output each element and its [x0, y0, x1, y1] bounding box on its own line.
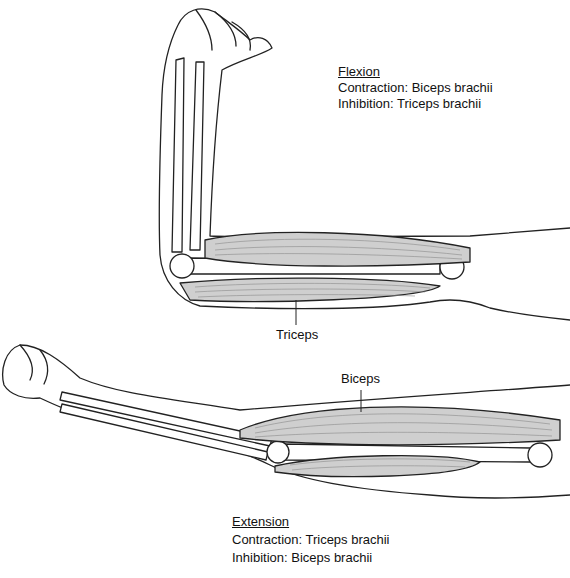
shoulder-joint: [528, 443, 552, 467]
finger-lines: [20, 345, 47, 384]
note: Inhibition: Triceps brachii: [338, 96, 481, 112]
heading: Flexion: [338, 64, 380, 80]
arm-outline: [159, 9, 570, 320]
finger-lines: [196, 10, 250, 50]
elbow-joint: [170, 254, 194, 278]
triceps-muscle: [180, 278, 440, 301]
note: Contraction: Biceps brachii: [338, 80, 493, 96]
heading: Extension: [232, 514, 289, 530]
part-name: Biceps: [341, 371, 380, 387]
biceps-muscle: [240, 407, 560, 445]
biceps-muscle: [205, 232, 470, 266]
arm-outline: [3, 345, 570, 498]
leader-line: [296, 300, 297, 325]
part-name: Triceps: [276, 327, 318, 343]
leader-line: [361, 390, 362, 412]
note: Inhibition: Biceps brachii: [232, 550, 372, 566]
ulna-bone: [190, 62, 204, 250]
triceps-muscle: [275, 456, 480, 477]
radius-bone: [172, 58, 184, 252]
elbow-joint: [267, 441, 289, 463]
note: Contraction: Triceps brachii: [232, 532, 390, 548]
ulna-bone: [60, 404, 268, 460]
